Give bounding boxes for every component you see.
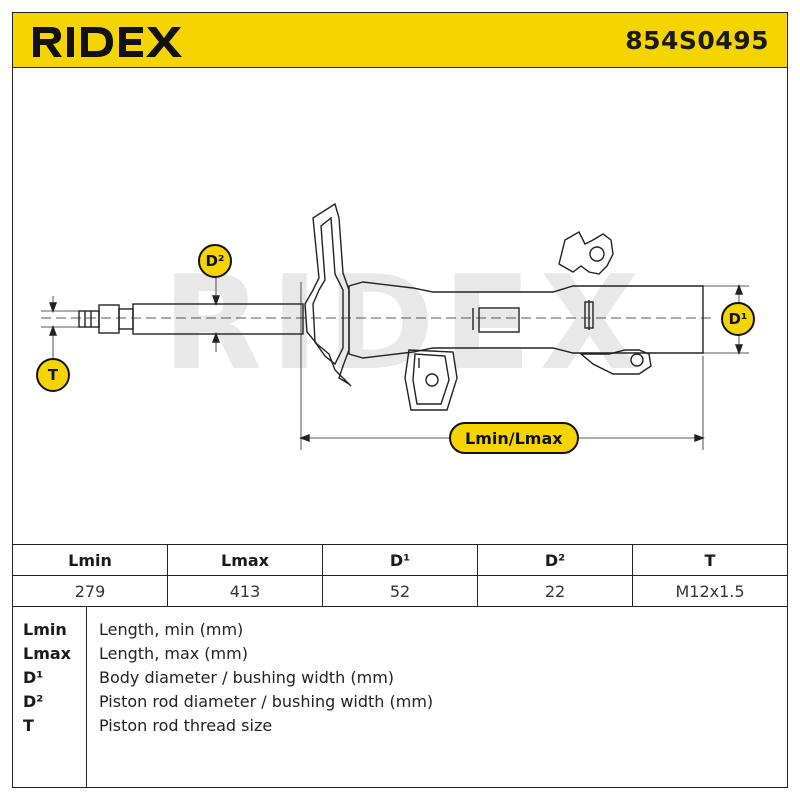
legend-description: Length, max (mm) bbox=[99, 644, 248, 663]
shock-absorber-drawing: RIDEX bbox=[41, 202, 749, 450]
legend-term: D² bbox=[23, 692, 44, 711]
spec-value-d1: 52 bbox=[322, 575, 478, 607]
spec-header-lmax: Lmax bbox=[167, 544, 323, 576]
d1-dimension-tag: D¹ bbox=[721, 302, 755, 336]
legend-term: Lmin bbox=[23, 620, 67, 639]
ridex-logo bbox=[33, 27, 182, 57]
legend-item: Lmin Length, min (mm) bbox=[13, 620, 789, 644]
legend-divider bbox=[86, 606, 87, 788]
d2-dimension-tag: D² bbox=[198, 244, 232, 278]
spec-table: Lmin Lmax D¹ D² T 279 413 52 22 M12x1.5 bbox=[12, 544, 788, 607]
legend: Lmin Length, min (mm) Lmax Length, max (… bbox=[12, 606, 788, 788]
t-dimension-tag: T bbox=[36, 358, 70, 392]
legend-description: Length, min (mm) bbox=[99, 620, 244, 639]
legend-description: Body diameter / bushing width (mm) bbox=[99, 668, 395, 687]
legend-term: D¹ bbox=[23, 668, 44, 687]
legend-item: D¹ Body diameter / bushing width (mm) bbox=[13, 668, 789, 692]
legend-term: Lmax bbox=[23, 644, 71, 663]
spec-header-d2: D² bbox=[477, 544, 633, 576]
spec-value-t: M12x1.5 bbox=[632, 575, 788, 607]
legend-item: Lmax Length, max (mm) bbox=[13, 644, 789, 668]
legend-item: T Piston rod thread size bbox=[13, 716, 789, 740]
spec-value-d2: 22 bbox=[477, 575, 633, 607]
legend-description: Piston rod diameter / bushing width (mm) bbox=[99, 692, 434, 711]
spec-header-t: T bbox=[632, 544, 788, 576]
spec-value-lmin: 279 bbox=[12, 575, 168, 607]
technical-drawing: RIDEX bbox=[12, 68, 788, 544]
spec-header-row: Lmin Lmax D¹ D² T bbox=[12, 544, 788, 576]
legend-term: T bbox=[23, 716, 34, 735]
spec-value-lmax: 413 bbox=[167, 575, 323, 607]
spec-value-row: 279 413 52 22 M12x1.5 bbox=[12, 575, 788, 607]
legend-item: D² Piston rod diameter / bushing width (… bbox=[13, 692, 789, 716]
spec-header-lmin: Lmin bbox=[12, 544, 168, 576]
legend-description: Piston rod thread size bbox=[99, 716, 273, 735]
length-dimension-tag: Lmin/Lmax bbox=[449, 422, 579, 454]
spec-header-d1: D¹ bbox=[322, 544, 478, 576]
header-bar: 854S0495 bbox=[12, 12, 788, 68]
part-number: 854S0495 bbox=[625, 26, 769, 55]
drawing-watermark: RIDEX bbox=[162, 247, 647, 399]
